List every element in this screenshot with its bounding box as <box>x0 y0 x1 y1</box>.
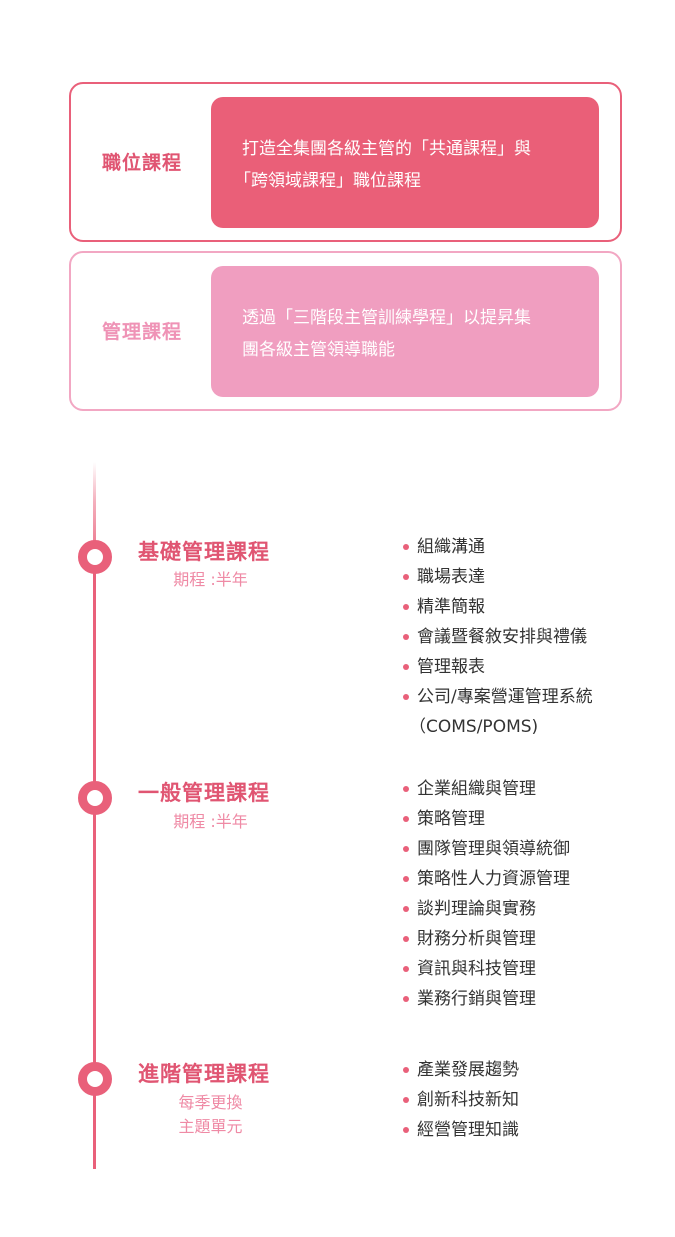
list-item-label: 管理報表 <box>417 657 485 677</box>
list-item-label: 會議暨餐敘安排與禮儀 <box>417 627 587 647</box>
bullet-icon <box>403 1067 409 1073</box>
list-item-label: 財務分析與管理 <box>417 929 536 949</box>
stage-duration: 期程 :半年 <box>138 810 283 834</box>
list-item: 業務行銷與管理 <box>403 984 570 1014</box>
list-item: 管理報表 <box>403 652 593 682</box>
card-position-courses: 職位課程 打造全集團各級主管的「共通課程」與 「跨領域課程」職位課程 <box>69 82 622 242</box>
stage-title: 一般管理課程 <box>138 781 270 805</box>
list-item: 經營管理知識 <box>403 1115 519 1145</box>
list-item-label: 經營管理知識 <box>417 1120 519 1140</box>
timeline-node-icon <box>78 1062 112 1096</box>
bullet-icon <box>403 846 409 852</box>
stage-duration: 期程 :半年 <box>138 568 283 592</box>
list-item-label: 談判理論與實務 <box>417 899 536 919</box>
card-description-line: 「跨領域課程」職位課程 <box>234 171 421 191</box>
list-item: 策略性人力資源管理 <box>403 864 570 894</box>
bullet-icon <box>403 786 409 792</box>
list-item: 組織溝通 <box>403 532 593 562</box>
stage-duration-line: 主題單元 <box>178 1117 243 1136</box>
list-item-label: 公司/專案營運管理系統 <box>417 687 593 707</box>
timeline-node-icon <box>78 540 112 574</box>
bullet-icon <box>403 1127 409 1133</box>
stage-duration: 每季更換 主題單元 <box>138 1091 283 1139</box>
bullet-icon <box>403 604 409 610</box>
stage-title: 基礎管理課程 <box>138 540 270 564</box>
bullet-icon <box>403 876 409 882</box>
list-item-label: 組織溝通 <box>417 537 485 557</box>
card-description: 打造全集團各級主管的「共通課程」與 「跨領域課程」職位課程 <box>211 97 599 228</box>
bullet-icon <box>403 936 409 942</box>
card-description-line: 打造全集團各級主管的「共通課程」與 <box>242 139 531 159</box>
card-description-line: 透過「三階段主管訓練學程」以提昇集 <box>242 308 531 328</box>
card-description: 透過「三階段主管訓練學程」以提昇集 團各級主管領導職能 <box>211 266 599 397</box>
stage-duration-line: 期程 :半年 <box>173 570 248 589</box>
stage-duration-line: 每季更換 <box>178 1093 243 1112</box>
bullet-icon <box>403 544 409 550</box>
bullet-icon <box>403 634 409 640</box>
bullet-icon <box>403 996 409 1002</box>
card-title: 管理課程 <box>101 321 182 343</box>
list-item-label: 產業發展趨勢 <box>417 1060 519 1080</box>
card-title: 職位課程 <box>101 152 182 174</box>
list-item-label: （COMS/POMS) <box>409 717 539 737</box>
list-item: 創新科技新知 <box>403 1085 519 1115</box>
bullet-icon <box>403 694 409 700</box>
list-item: 資訊與科技管理 <box>403 954 570 984</box>
bullet-icon <box>403 1097 409 1103</box>
list-item: 精準簡報 <box>403 592 593 622</box>
card-management-courses: 管理課程 透過「三階段主管訓練學程」以提昇集 團各級主管領導職能 <box>69 251 622 411</box>
list-item-label: 企業組織與管理 <box>417 779 536 799</box>
list-item-label: 策略性人力資源管理 <box>417 869 570 889</box>
card-description-line: 團各級主管領導職能 <box>242 340 395 360</box>
bullet-icon <box>403 574 409 580</box>
list-item-label: 創新科技新知 <box>417 1090 519 1110</box>
stage-title: 進階管理課程 <box>138 1062 270 1086</box>
list-item: 財務分析與管理 <box>403 924 570 954</box>
stage-item-list: 產業發展趨勢 創新科技新知 經營管理知識 <box>403 1055 519 1145</box>
stage-duration-line: 期程 :半年 <box>173 812 248 831</box>
list-item-label: 資訊與科技管理 <box>417 959 536 979</box>
list-item-label: 業務行銷與管理 <box>417 989 536 1009</box>
stage-item-list: 企業組織與管理 策略管理 團隊管理與領導統御 策略性人力資源管理 談判理論與實務… <box>403 774 570 1014</box>
list-item-label: 團隊管理與領導統御 <box>417 839 570 859</box>
stage-item-list: 組織溝通 職場表達 精準簡報 會議暨餐敘安排與禮儀 管理報表 公司/專案營運管理… <box>403 532 593 742</box>
list-item-label: 精準簡報 <box>417 597 485 617</box>
list-item: 談判理論與實務 <box>403 894 570 924</box>
list-item: 團隊管理與領導統御 <box>403 834 570 864</box>
list-item: 產業發展趨勢 <box>403 1055 519 1085</box>
list-item-label: 職場表達 <box>417 567 485 587</box>
bullet-icon <box>403 816 409 822</box>
list-item: 職場表達 <box>403 562 593 592</box>
list-item-label: 策略管理 <box>417 809 485 829</box>
bullet-icon <box>403 966 409 972</box>
bullet-icon <box>403 906 409 912</box>
bullet-icon <box>403 664 409 670</box>
list-item: 會議暨餐敘安排與禮儀 <box>403 622 593 652</box>
list-item: 策略管理 <box>403 804 570 834</box>
timeline-line <box>93 462 96 1169</box>
list-item: 企業組織與管理 <box>403 774 570 804</box>
list-item: 公司/專案營運管理系統 <box>403 682 593 712</box>
list-item-continuation: （COMS/POMS) <box>395 712 593 742</box>
timeline-node-icon <box>78 781 112 815</box>
